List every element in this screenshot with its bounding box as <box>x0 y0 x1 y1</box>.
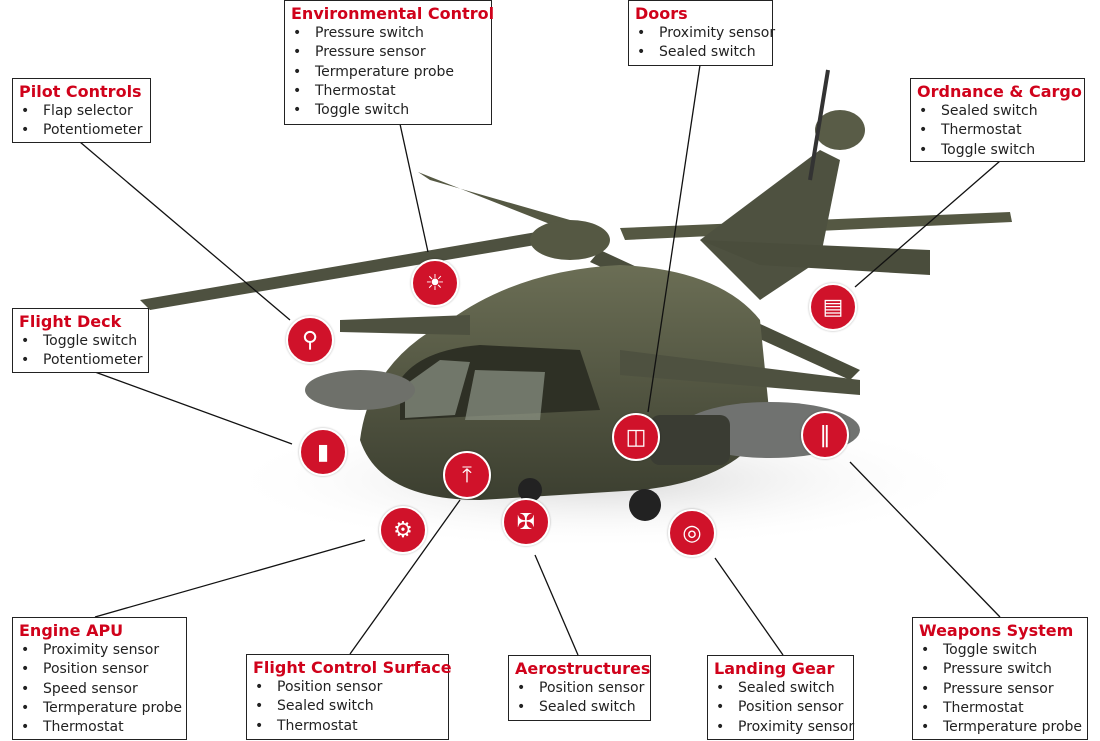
list-item: Termperature probe <box>291 63 485 83</box>
callout-aerostructures: Aerostructures Position sensorSealed swi… <box>508 655 651 721</box>
leader-lines <box>79 64 1001 656</box>
list-item: Termperature probe <box>919 718 1082 738</box>
callout-doors: Doors Proximity sensorSealed switch <box>628 0 775 66</box>
list-item: Pressure sensor <box>919 680 1081 700</box>
rotor-blade <box>140 228 565 310</box>
list-item: Position sensor <box>253 678 442 698</box>
ammunition-icon[interactable]: ‖ <box>801 411 849 459</box>
list-item: Sealed switch <box>917 102 1078 122</box>
list-item: Potentiometer <box>19 121 144 141</box>
callout-title: Flight Control Surface <box>253 658 452 677</box>
throttle-lever-icon[interactable]: ⤒ <box>443 451 491 499</box>
list-item: Proximity sensor <box>635 24 775 44</box>
list-item: Toggle switch <box>291 101 485 121</box>
callout-title: Landing Gear <box>714 659 835 678</box>
callout-environmental-control: Environmental Control Pressure switchPre… <box>284 0 495 125</box>
callout-title: Weapons System <box>919 621 1074 640</box>
callout-title: Ordnance & Cargo <box>917 82 1082 101</box>
door-icon[interactable]: ◫ <box>612 413 660 461</box>
list-item: Proximity sensor <box>19 641 180 661</box>
list-item: Sealed switch <box>515 698 644 718</box>
list-item: Thermostat <box>917 121 1078 141</box>
callout-weapons-system: Weapons System Toggle switchPressure swi… <box>912 617 1088 740</box>
list-item: Pressure switch <box>291 24 485 44</box>
list-item: Speed sensor <box>19 680 180 700</box>
toggle-switch-icon[interactable]: ▮ <box>299 428 347 476</box>
list-item: Potentiometer <box>19 351 143 371</box>
callout-landing-gear: Landing Gear Sealed switchPosition senso… <box>707 655 854 740</box>
helicopter-icon[interactable]: ✠ <box>502 498 550 546</box>
list-item: Position sensor <box>19 660 180 680</box>
joystick-icon[interactable]: ⚲ <box>286 316 334 364</box>
list-item: Position sensor <box>714 698 847 718</box>
list-item: Sealed switch <box>714 679 847 699</box>
list-item: Pressure sensor <box>291 43 485 63</box>
list-item: Position sensor <box>515 679 644 699</box>
callout-title: Aerostructures <box>515 659 651 678</box>
list-item: Pressure switch <box>919 660 1081 680</box>
list-item: Flap selector <box>19 102 144 122</box>
callout-title: Doors <box>635 4 688 23</box>
callout-title: Pilot Controls <box>19 82 142 101</box>
callout-flight-control-surface: Flight Control Surface Position sensorSe… <box>246 654 452 740</box>
list-item: Thermostat <box>19 718 180 738</box>
callout-pilot-controls: Pilot Controls Flap selectorPotentiomete… <box>12 78 151 143</box>
thermometer-sun-icon[interactable]: ☀ <box>411 259 459 307</box>
callout-title: Engine APU <box>19 621 124 640</box>
list-item: Termperature probe <box>19 699 182 719</box>
cargo-container-icon[interactable]: ▤ <box>809 283 857 331</box>
list-item: Thermostat <box>291 82 485 102</box>
callout-title: Environmental Control <box>291 4 495 23</box>
list-item: Sealed switch <box>635 43 766 63</box>
callout-engine-apu: Engine APU Proximity sensorPosition sens… <box>12 617 187 740</box>
list-item: Toggle switch <box>19 332 142 352</box>
list-item: Proximity sensor <box>714 718 854 738</box>
callout-title: Flight Deck <box>19 312 122 331</box>
list-item: Thermostat <box>919 699 1081 719</box>
engine-icon[interactable]: ⚙ <box>379 506 427 554</box>
list-item: Thermostat <box>253 717 442 737</box>
list-item: Toggle switch <box>917 141 1078 161</box>
list-item: Toggle switch <box>919 641 1081 661</box>
callout-ordnance-cargo: Ordnance & Cargo Sealed switchThermostat… <box>910 78 1085 162</box>
list-item: Sealed switch <box>253 697 442 717</box>
callout-flight-deck: Flight Deck Toggle switchPotentiometer <box>12 308 149 373</box>
wheel-icon[interactable]: ◎ <box>668 509 716 557</box>
